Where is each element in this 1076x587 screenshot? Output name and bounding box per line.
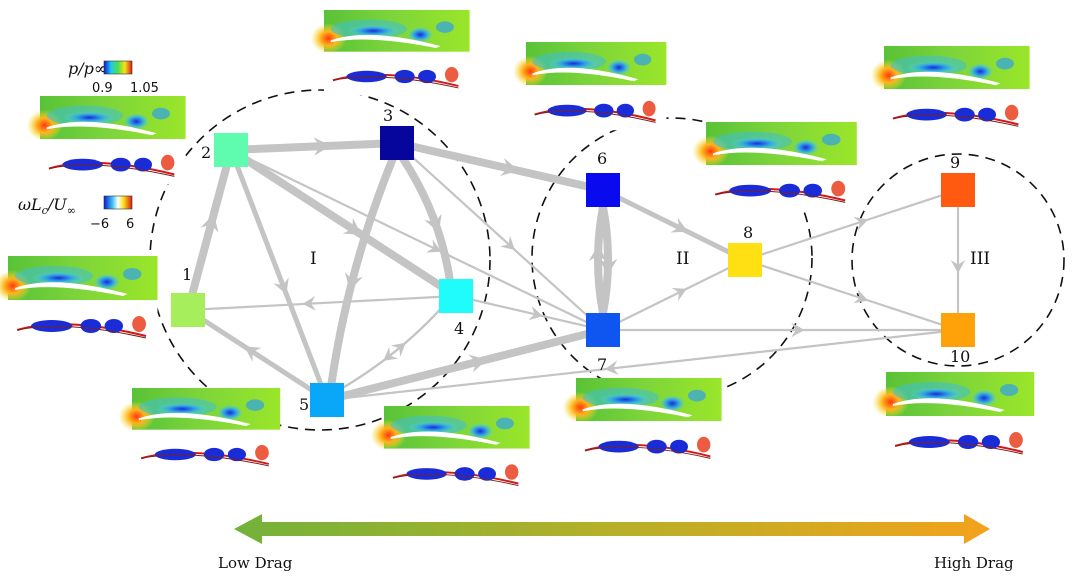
edge-arrowhead-2-to-4 <box>342 217 362 235</box>
edge-arrowhead-5-to-7 <box>468 354 487 373</box>
node-5 <box>310 383 344 417</box>
edge-arrowhead-10-to-5 <box>604 360 619 376</box>
pressure-min: 0.9 <box>92 81 113 96</box>
vorticity-max: 6 <box>126 217 134 232</box>
edge-arrowhead-7-to-6 <box>588 244 608 262</box>
edge-1-to-2 <box>188 162 231 298</box>
node-3 <box>380 126 414 160</box>
edge-3-to-5 <box>327 155 397 388</box>
edge-arrowhead-2-to-3 <box>313 137 331 156</box>
pressure-legend-label: p/p∞ <box>68 59 107 78</box>
node-label-5: 5 <box>299 395 309 414</box>
node-4 <box>439 279 473 313</box>
cluster-nodes: 1 2 3 4 5 6 7 8 9 10 <box>171 106 975 417</box>
node-2 <box>214 133 248 167</box>
edge-arrowhead-3-to-4 <box>424 213 442 233</box>
edge-arrowhead-3-to-5 <box>345 272 363 291</box>
edge-arrowhead-4-to-1 <box>302 296 317 311</box>
cluster-II-boundary <box>531 117 813 399</box>
node-label-3: 3 <box>383 106 393 125</box>
edge-arrowhead-5-to-4 <box>390 342 406 357</box>
cluster-III-boundary <box>851 153 1065 367</box>
edge-7-to-6 <box>594 203 607 317</box>
vorticity-min: −6 <box>90 217 109 232</box>
transition-edges <box>188 137 966 400</box>
edge-4-to-7 <box>471 298 588 328</box>
snapshot-cluster-4 <box>369 404 531 495</box>
node-label-4: 4 <box>454 319 464 338</box>
edge-arrowhead-8-to-10 <box>853 289 869 304</box>
snapshot-cluster-6 <box>511 40 668 132</box>
cluster-label-I: I <box>310 249 317 269</box>
edge-arrowhead-8-to-9 <box>853 216 869 231</box>
edge-3-to-4 <box>399 154 454 285</box>
snapshot-cluster-9 <box>869 44 1031 136</box>
vorticity-legend-label: ωLc/U∞ <box>18 195 76 217</box>
node-7 <box>586 313 620 347</box>
edge-8-to-9 <box>760 194 943 256</box>
edge-arrowhead-2-to-5 <box>273 277 289 295</box>
node-label-7: 7 <box>597 355 607 374</box>
node-label-8: 8 <box>743 223 753 242</box>
drag-gradient-arrow <box>234 514 990 544</box>
node-1 <box>171 293 205 327</box>
edge-6-to-8 <box>615 195 733 255</box>
pressure-legend: p/p∞ 0.9 1.05 <box>68 59 159 96</box>
node-label-10: 10 <box>950 347 970 366</box>
snapshot-cluster-10 <box>871 370 1036 464</box>
node-label-9: 9 <box>950 153 960 172</box>
node-9 <box>941 173 975 207</box>
snapshot-cluster-7 <box>561 376 723 468</box>
high-drag-label: High Drag <box>934 554 1014 572</box>
edge-arrowhead-7-to-8 <box>671 288 687 302</box>
snapshot-cluster-8 <box>690 120 858 212</box>
low-drag-label: Low Drag <box>218 554 293 572</box>
edge-2-to-4 <box>241 155 446 291</box>
edge-4-to-1 <box>203 295 441 311</box>
pressure-colorbar <box>103 60 133 75</box>
edge-8-to-10 <box>760 264 943 326</box>
edge-arrowhead-6-to-7 <box>598 258 618 276</box>
edge-2-to-5 <box>234 163 324 387</box>
pressure-max: 1.05 <box>130 81 159 96</box>
edge-3-to-7 <box>408 153 592 320</box>
drag-scale: Low Drag High Drag <box>218 514 1014 572</box>
edge-arrowhead-6-to-8 <box>670 217 688 233</box>
node-10 <box>941 313 975 347</box>
node-6 <box>586 173 620 207</box>
snapshot-cluster-3 <box>309 8 471 97</box>
edge-2-to-7 <box>245 156 589 324</box>
cluster-label-III: III <box>970 249 990 269</box>
cluster-label-II: II <box>676 249 689 269</box>
edge-arrowhead-7-to-10 <box>791 322 805 338</box>
edge-2-to-3 <box>243 139 385 154</box>
vorticity-legend: ωLc/U∞ −6 6 <box>18 195 134 232</box>
edge-3-to-6 <box>409 142 591 191</box>
snapshot-cluster-1 <box>0 254 159 348</box>
edge-arrowhead-5-to-1 <box>244 346 262 362</box>
node-label-6: 6 <box>597 149 607 168</box>
edge-7-to-8 <box>617 266 731 324</box>
edge-arrowhead-9-to-10 <box>950 259 966 274</box>
edge-5-to-7 <box>339 330 591 400</box>
snapshot-cluster-5 <box>117 386 282 475</box>
edge-arrowhead-3-to-7 <box>500 235 515 251</box>
edge-10-to-5 <box>342 330 943 400</box>
node-label-2: 2 <box>201 143 211 162</box>
node-8 <box>728 243 762 277</box>
edge-5-to-4 <box>339 305 444 391</box>
vorticity-colorbar <box>103 195 133 210</box>
edge-arrowhead-4-to-7 <box>528 305 543 321</box>
edge-arrowhead-3-to-6 <box>500 157 519 176</box>
node-label-1: 1 <box>182 265 192 284</box>
edge-arrowhead-1-to-2 <box>200 213 219 233</box>
edge-5-to-1 <box>199 316 316 394</box>
snapshot-cluster-2 <box>25 94 187 186</box>
edge-arrowhead-2-to-7 <box>426 239 442 253</box>
